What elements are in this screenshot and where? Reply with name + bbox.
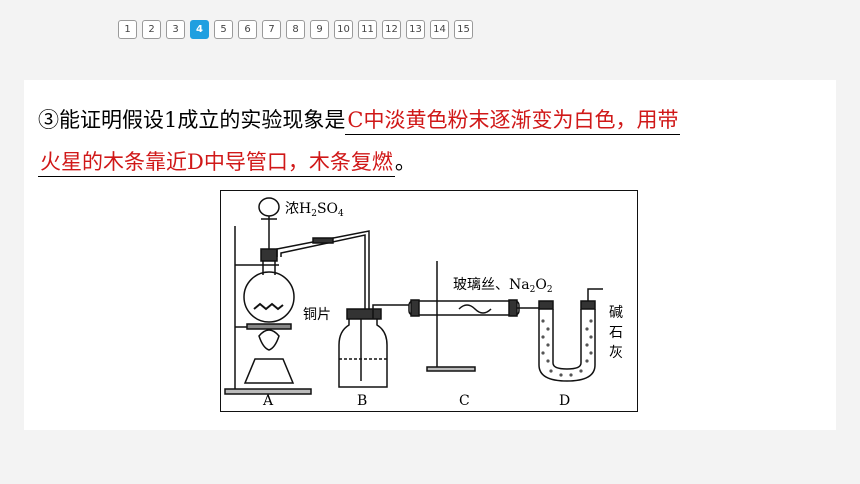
- alcohol-lamp: [243, 358, 295, 384]
- page-button-12[interactable]: 12: [382, 20, 401, 39]
- label-apparatus-d: D: [559, 393, 570, 409]
- label-soda-lime-1: 碱: [609, 305, 623, 321]
- copper-pieces: [253, 302, 284, 311]
- page-button-4[interactable]: 4: [190, 20, 209, 39]
- bottle-stopper: [346, 308, 382, 320]
- page-button-15[interactable]: 15: [454, 20, 473, 39]
- burner-flame: [258, 329, 280, 351]
- tube-c-stopper-left: [410, 299, 420, 317]
- question-line-1: ③能证明假设1成立的实验现象是C中淡黄色粉末逐渐变为白色，用带: [38, 104, 681, 135]
- separatory-funnel: [258, 197, 280, 217]
- apparatus-drawing: 浓H2SO4 铜片 玻璃丝、Na2O2 碱 石 灰 A B C D: [224, 197, 623, 409]
- apparatus-figure: 浓H2SO4 铜片 玻璃丝、Na2O2 碱 石 灰 A B C D: [220, 190, 638, 412]
- label-copper: 铜片: [303, 307, 331, 323]
- page-button-8[interactable]: 8: [286, 20, 305, 39]
- stand-base-a: [224, 388, 312, 395]
- u-tube-outer: [538, 309, 596, 382]
- gas-bottle: [338, 319, 388, 388]
- page-button-6[interactable]: 6: [238, 20, 257, 39]
- flask-stopper: [260, 248, 278, 262]
- tube-a-to-b-inner: [280, 234, 366, 311]
- answer-blank-2: 火星的木条靠近D中导管口，木条复燃: [38, 148, 395, 177]
- page-button-5[interactable]: 5: [214, 20, 233, 39]
- label-glass-wool-na2o2: 玻璃丝、Na2O2: [453, 276, 553, 295]
- question-line-2: 火星的木条靠近D中导管口，木条复燃。: [38, 146, 416, 177]
- question-prefix: ③能证明假设1成立的实验现象是: [38, 108, 346, 132]
- tube-b-to-c: [372, 304, 409, 319]
- u-tube-stopper-right: [580, 300, 596, 310]
- u-tube-stopper-left: [538, 300, 554, 310]
- page-button-2[interactable]: 2: [142, 20, 161, 39]
- page-button-13[interactable]: 13: [406, 20, 425, 39]
- page-button-14[interactable]: 14: [430, 20, 449, 39]
- page-button-1[interactable]: 1: [118, 20, 137, 39]
- glass-wool: [458, 304, 492, 314]
- reaction-tube: [408, 300, 520, 316]
- label-apparatus-a: A: [262, 393, 274, 409]
- page-button-11[interactable]: 11: [358, 20, 377, 39]
- page-button-3[interactable]: 3: [166, 20, 185, 39]
- soda-lime-granules: [541, 319, 593, 377]
- label-apparatus-b: B: [357, 393, 367, 409]
- label-apparatus-c: C: [459, 393, 470, 409]
- page-button-9[interactable]: 9: [310, 20, 329, 39]
- round-flask: [243, 271, 295, 323]
- u-tube-inner: [552, 309, 582, 370]
- label-soda-lime-3: 灰: [609, 345, 623, 361]
- page-button-10[interactable]: 10: [334, 20, 353, 39]
- label-soda-lime-2: 石: [609, 325, 623, 341]
- label-conc-sulfuric-acid: 浓H2SO4: [285, 201, 344, 219]
- stand-base-c: [426, 366, 476, 372]
- u-tube-outlet: [587, 288, 603, 301]
- wire-gauze: [246, 323, 292, 330]
- question-suffix: 。: [394, 150, 416, 174]
- question-card: ③能证明假设1成立的实验现象是C中淡黄色粉末逐渐变为白色，用带 火星的木条靠近D…: [24, 80, 836, 430]
- page-button-7[interactable]: 7: [262, 20, 281, 39]
- answer-blank-1: C中淡黄色粉末逐渐变为白色，用带: [345, 106, 681, 135]
- tube-joint-ab: [312, 237, 334, 244]
- tube-c-stopper-right: [508, 299, 518, 317]
